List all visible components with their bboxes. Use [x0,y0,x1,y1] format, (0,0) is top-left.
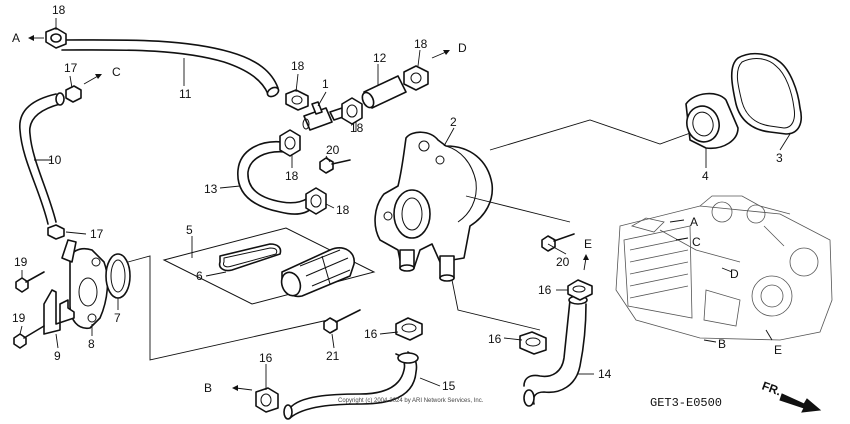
callout-16: 16 [364,327,378,341]
callout-20: 20 [326,143,340,157]
callout-14: 14 [598,367,612,381]
hose-11 [61,39,280,98]
engine-letter-c: C [692,235,701,249]
hose-12 [361,75,407,109]
letter-b: B [204,381,212,395]
clamp-17-lower [47,224,65,240]
callout-8: 8 [88,337,95,351]
gasket-7 [105,253,131,299]
clamp-18-hose13-bottom [305,187,327,215]
callout-17: 17 [90,227,104,241]
engine-letter-b: B [718,337,726,351]
callout-18: 18 [285,169,299,183]
front-label: FR. [760,379,783,399]
bracket-9 [43,289,75,335]
thermostat-box-5 [162,227,376,305]
reference-letters: A C D B E A C D B E [12,31,782,395]
callout-17: 17 [64,61,78,75]
clamp-18-hose13-top [279,129,301,157]
callout-21: 21 [326,349,340,363]
callout-2: 2 [450,115,457,129]
callout-20: 20 [556,255,570,269]
clamp-18-joint-left [285,89,309,111]
letter-e: E [584,237,592,251]
letter-c: C [112,65,121,79]
bolt-21 [323,309,361,334]
hose-10 [19,92,65,225]
clamp-16-hose15-left [255,387,279,413]
engine-letter-a: A [690,215,698,229]
callout-16: 16 [259,351,273,365]
callout-numbers: 18 17 11 10 17 18 1 12 18 18 2 3 4 13 18… [12,3,783,393]
callout-4: 4 [702,169,709,183]
callout-16: 16 [538,283,552,297]
callout-10: 10 [48,153,62,167]
joint-1 [302,101,347,131]
clamp-16-hose14-bottom [519,331,547,355]
thermostat-valve [280,247,355,298]
callout-18: 18 [336,203,350,217]
oil-seal-4 [685,92,739,150]
engine-letter-e: E [774,343,782,357]
callout-19: 19 [14,255,28,269]
clamp-18-joint-right [341,97,363,125]
letter-a: A [12,31,20,45]
direction-arrows [28,35,773,391]
clamp-18-top-left [45,27,67,49]
engine-location-view [615,195,833,341]
callout-15: 15 [442,379,456,393]
hose-15 [283,351,419,420]
callout-18: 18 [414,37,428,51]
callout-6: 6 [196,269,203,283]
gasket-3 [730,52,802,135]
callout-5: 5 [186,223,193,237]
engine-letter-d: D [730,267,739,281]
water-pump-2 [374,131,494,282]
diagram-code: GET3-E0500 [650,396,722,410]
assembly-lines [127,119,705,361]
clamp-17-upper [65,85,82,103]
callout-7: 7 [114,311,121,325]
callout-9: 9 [54,349,61,363]
front-arrow [779,393,822,413]
copyright-notice: Copyright (c) 2004-2024 by ARI Network S… [338,398,484,404]
clamp-16-hose15-top [395,317,423,341]
callout-leaders [19,18,791,390]
thermostat-cover-8 [61,239,109,330]
bolt-19-upper [15,271,45,293]
callout-16: 16 [488,332,502,346]
callout-18: 18 [52,3,66,17]
bolt-19-lower [13,325,45,349]
clamp-16-hose14-top [567,279,593,301]
callout-3: 3 [776,151,783,165]
bolt-20-lower [541,233,575,252]
callout-18: 18 [350,121,364,135]
callout-11: 11 [179,87,192,101]
callout-12: 12 [373,51,387,65]
clamp-18-hose12 [403,65,429,91]
hose-13 [237,140,313,215]
callout-13: 13 [204,182,218,196]
callout-1: 1 [322,77,329,91]
bolt-20-upper [319,157,351,174]
seal-ring-6 [218,243,282,272]
callout-18: 18 [291,59,305,73]
callout-19: 19 [12,311,26,325]
letter-d: D [458,41,467,55]
